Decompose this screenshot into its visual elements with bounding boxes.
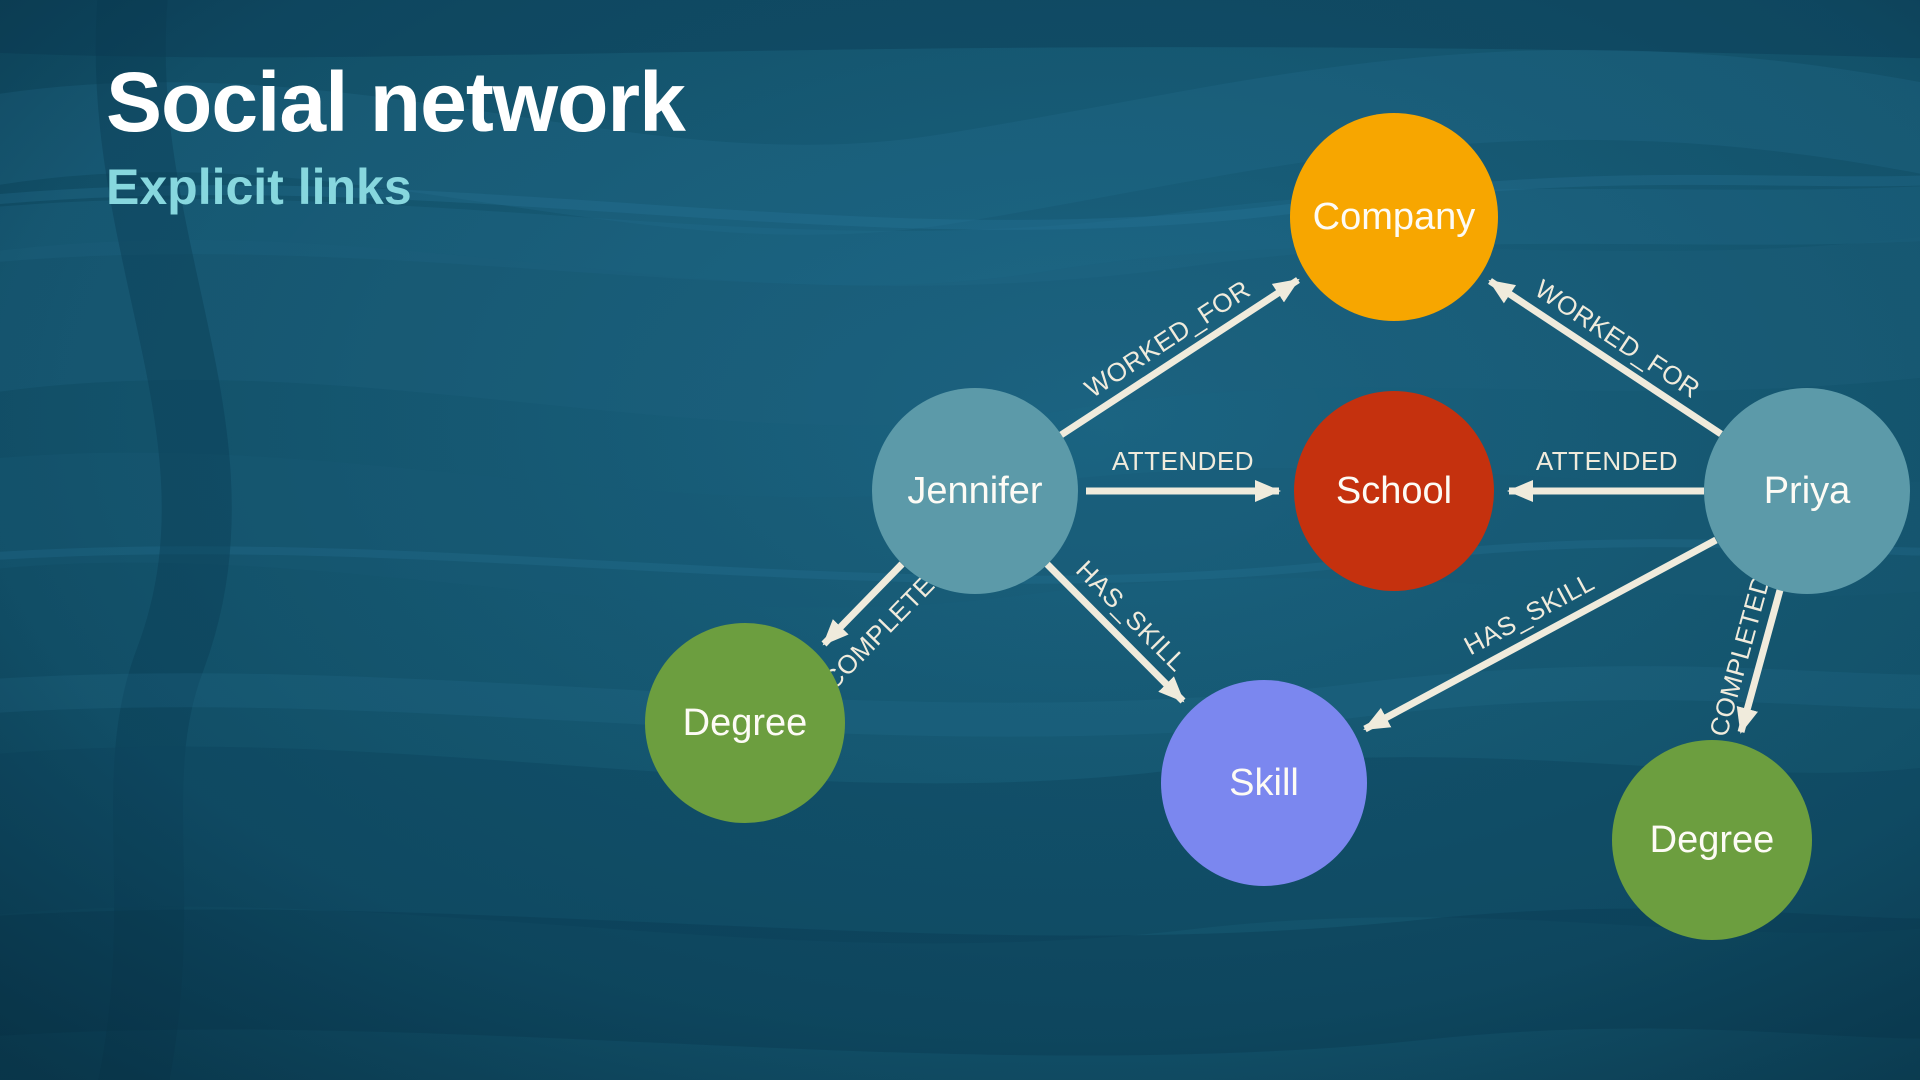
edge-priya-company: [1488, 278, 1723, 437]
edge-label-priya-company: WORKED_FOR: [1530, 274, 1706, 405]
node-school: School: [1294, 391, 1494, 591]
edge-jennifer-company: [1059, 277, 1300, 438]
node-school-circle: [1294, 391, 1494, 591]
node-jennifer: Jennifer: [872, 388, 1078, 594]
node-company-circle: [1290, 113, 1498, 321]
edge-label-jennifer-school: ATTENDED: [1112, 446, 1254, 476]
slide-title: Social network: [106, 55, 686, 149]
edge-priya-skill: [1363, 536, 1718, 733]
node-skill-circle: [1161, 680, 1367, 886]
header: Social network Explicit links: [106, 55, 686, 216]
node-priya-circle: [1704, 388, 1910, 594]
node-degree-right-circle: [1612, 740, 1812, 940]
nodes-layer: Company Jennifer School Priya Degree Ski: [645, 113, 1910, 940]
node-degree-left: Degree: [645, 623, 845, 823]
edge-jennifer-degree: [821, 561, 905, 647]
edge-priya-degree: [1736, 589, 1784, 734]
node-skill: Skill: [1161, 680, 1367, 886]
node-priya: Priya: [1704, 388, 1910, 594]
edge-label-jennifer-skill: HAS_SKILL: [1070, 554, 1192, 677]
slide-subtitle: Explicit links: [106, 159, 412, 216]
edge-jennifer-skill: [1044, 561, 1186, 704]
node-company: Company: [1290, 113, 1498, 321]
node-jennifer-circle: [872, 388, 1078, 594]
node-priya-label: Priya: [1764, 470, 1851, 512]
node-jennifer-label: Jennifer: [907, 470, 1043, 512]
node-degree-right: Degree: [1612, 740, 1812, 940]
node-degree-left-circle: [645, 623, 845, 823]
node-degree-right-label: Degree: [1650, 819, 1775, 861]
edge-label-priya-school: ATTENDED: [1536, 446, 1678, 476]
edge-label-jennifer-company: WORKED_FOR: [1079, 274, 1256, 404]
node-skill-label: Skill: [1229, 762, 1299, 804]
node-school-label: School: [1336, 470, 1452, 512]
node-degree-left-label: Degree: [683, 702, 808, 744]
node-company-label: Company: [1313, 196, 1476, 238]
